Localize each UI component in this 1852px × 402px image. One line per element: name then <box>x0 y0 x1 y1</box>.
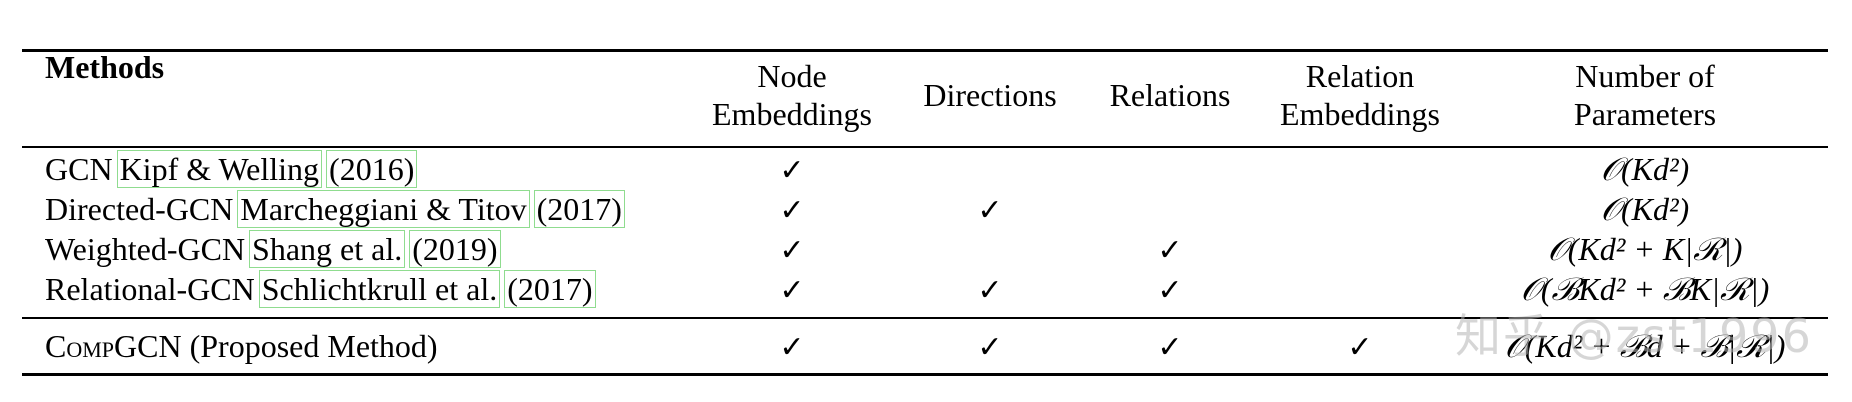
header-relations: Relations <box>1109 77 1231 113</box>
top-rule <box>22 49 1828 52</box>
header-rule <box>22 146 1828 148</box>
method-name: Weighted-GCN <box>45 231 246 267</box>
check-mark: ✓ <box>1157 273 1183 308</box>
watermark: 知乎 @zst1996 <box>1455 309 1813 363</box>
check-mark: ✓ <box>1347 330 1373 365</box>
param-complexity: 𝒪(ℬKd² + ℬK|ℛ|) <box>1520 271 1770 307</box>
check-mark: ✓ <box>1157 330 1183 365</box>
header-relation-embeddings-line2: Embeddings <box>1280 96 1440 132</box>
proposed-method-prefix: C <box>45 328 67 364</box>
citation-link[interactable]: Schlichtkrull et al. <box>258 270 501 308</box>
header-methods: Methods <box>45 49 165 85</box>
header-node-embeddings: Node Embeddings <box>692 57 892 133</box>
method-name: GCN <box>45 151 113 187</box>
header-relation-embeddings: Relation Embeddings <box>1255 57 1465 133</box>
param-complexity: 𝒪(Kd²) <box>1600 151 1690 187</box>
check-mark: ✓ <box>779 193 805 228</box>
check-mark: ✓ <box>779 330 805 365</box>
param-complexity: 𝒪(Kd² + ℬd + ℬ|ℛ|) <box>1504 328 1786 364</box>
check-mark: ✓ <box>977 273 1003 308</box>
citation-year-link[interactable]: (2017) <box>533 190 625 228</box>
header-params-line1: Number of <box>1575 58 1715 94</box>
method-name: Directed-GCN <box>45 191 234 227</box>
header-directions: Directions <box>923 77 1057 113</box>
header-node-embeddings-line1: Node <box>757 58 827 94</box>
header-params-line2: Parameters <box>1573 96 1717 132</box>
check-mark: ✓ <box>779 233 805 268</box>
citation-link[interactable]: Shang et al. <box>249 230 406 268</box>
proposed-method-suffix: GCN (Proposed Method) <box>114 328 438 364</box>
citation-year-link[interactable]: (2017) <box>504 270 596 308</box>
param-complexity: 𝒪(Kd²) <box>1600 191 1690 227</box>
check-mark: ✓ <box>1157 233 1183 268</box>
proposed-method-smallcaps: omp <box>66 328 115 364</box>
check-mark: ✓ <box>779 273 805 308</box>
bottom-rule <box>22 373 1828 376</box>
header-node-embeddings-line2: Embeddings <box>712 96 872 132</box>
method-name: Relational-GCN <box>45 271 255 307</box>
citation-link[interactable]: Marcheggiani & Titov <box>237 190 530 228</box>
header-number-of-parameters: Number of Parameters <box>1545 57 1745 133</box>
citation-link[interactable]: Kipf & Welling <box>116 150 323 188</box>
citation-year-link[interactable]: (2019) <box>409 230 501 268</box>
proposed-rule <box>22 317 1828 319</box>
check-mark: ✓ <box>977 193 1003 228</box>
header-relation-embeddings-line1: Relation <box>1305 58 1415 94</box>
proposed-method: CompGCN (Proposed Method) <box>45 327 438 365</box>
check-mark: ✓ <box>779 153 805 188</box>
param-complexity: 𝒪(Kd² + K|ℛ|) <box>1547 231 1743 267</box>
check-mark: ✓ <box>977 330 1003 365</box>
citation-year-link[interactable]: (2016) <box>326 150 418 188</box>
